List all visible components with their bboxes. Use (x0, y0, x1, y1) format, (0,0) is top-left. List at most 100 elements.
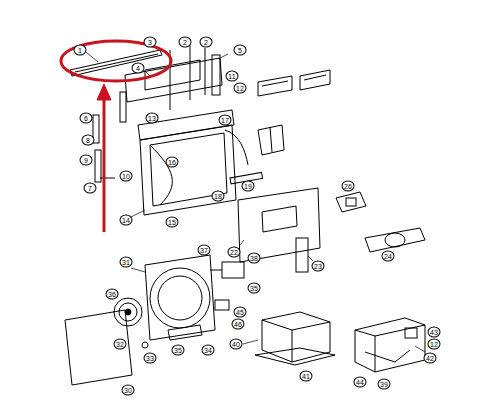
callout-number: 34 (202, 345, 215, 356)
callout-number: 18 (212, 191, 225, 202)
callout-number: 3 (144, 37, 157, 48)
housing-ring (158, 276, 202, 320)
leader (86, 52, 98, 62)
fan-housing (145, 255, 215, 340)
bracket-edge (375, 336, 376, 372)
callout-number: 42 (424, 353, 437, 364)
callout-number: 35 (172, 345, 185, 356)
leader (243, 340, 258, 344)
box-edge (292, 330, 293, 362)
callout-number: 2 (179, 37, 192, 48)
callout-number: 36 (106, 289, 119, 300)
plate-line (304, 75, 326, 80)
callout-number: 19 (242, 181, 255, 192)
callout-number: 46 (232, 319, 245, 330)
callout-number: 12 (428, 339, 441, 350)
callout-number: 40 (230, 339, 243, 350)
wire (365, 350, 410, 362)
cover-panel (65, 310, 132, 385)
side-bracket (212, 55, 220, 95)
callout-number: 4 (132, 63, 145, 74)
callout-number: 43 (428, 327, 441, 338)
wire (225, 130, 248, 165)
leader (240, 240, 244, 245)
panel-window (262, 206, 297, 232)
callout-number: 33 (144, 353, 157, 364)
strip (296, 238, 308, 272)
callout-number: 24 (382, 251, 395, 262)
plate (258, 76, 292, 96)
callout-number: 41 (300, 371, 313, 382)
callout-number: 30 (122, 385, 135, 396)
callout-number: 26 (342, 181, 355, 192)
plate-line (262, 81, 288, 86)
tray (168, 325, 202, 340)
callout-number: 13 (146, 113, 159, 124)
leader (308, 256, 313, 261)
rail-edge (75, 54, 158, 72)
callout-number: 16 (166, 157, 179, 168)
frame (140, 125, 236, 215)
callout-number: 2 (200, 37, 213, 48)
screw (100, 178, 115, 179)
motor-bracket (365, 228, 425, 252)
callout-number: 31 (120, 257, 133, 268)
terminal (405, 328, 417, 338)
callout-number: 17 (219, 115, 232, 126)
switch-box (336, 192, 366, 212)
bracket-edge (355, 330, 375, 336)
callout-number: 37 (198, 245, 211, 256)
box-edge (292, 322, 330, 330)
fan-wheel (114, 298, 142, 326)
bracket (215, 300, 229, 310)
box-edge (262, 320, 292, 330)
callout-number: 38 (248, 253, 261, 264)
callout-number: 11 (226, 71, 239, 82)
callout-number: 5 (234, 45, 247, 56)
callout-number: 9 (80, 155, 93, 166)
base-plate (255, 348, 335, 365)
callout-number: 14 (120, 215, 133, 226)
fan-hub (119, 303, 137, 321)
callout-number: 10 (120, 171, 133, 182)
leader (415, 346, 425, 352)
callout-number: 12 (234, 83, 247, 94)
leader-lines (86, 52, 425, 352)
callout-number: 8 (82, 135, 95, 146)
strip (95, 150, 101, 182)
terminal-bracket (355, 318, 425, 372)
housing-ring (150, 268, 210, 328)
control-box (262, 312, 330, 362)
callout-number: 45 (234, 307, 247, 318)
motor (385, 233, 405, 247)
plate (300, 70, 330, 90)
leader (131, 268, 145, 272)
frame-top (138, 110, 234, 140)
bracket-line (270, 127, 272, 152)
callout-number: 1 (74, 45, 87, 56)
leader (220, 54, 228, 58)
bracket (258, 125, 284, 155)
shaft (210, 270, 222, 271)
callout-number: 32 (114, 339, 127, 350)
callout-number: 22 (228, 247, 241, 258)
callout-number: 35 (248, 283, 261, 294)
leader (131, 210, 145, 217)
callout-number: 15 (166, 217, 179, 228)
hinge (120, 92, 126, 122)
highlight-ellipse (61, 41, 171, 81)
callout-number: 39 (378, 379, 391, 390)
motor (222, 262, 244, 278)
highlight-arrow (103, 96, 106, 232)
callout-number: 44 (354, 377, 367, 388)
post (205, 48, 206, 95)
frame-curve (150, 145, 172, 205)
clip (142, 342, 148, 348)
arrow-head (97, 84, 111, 100)
frame-inner (150, 133, 227, 206)
callout-number: 6 (80, 113, 93, 124)
callout-number: 23 (312, 261, 325, 272)
post (190, 45, 191, 100)
